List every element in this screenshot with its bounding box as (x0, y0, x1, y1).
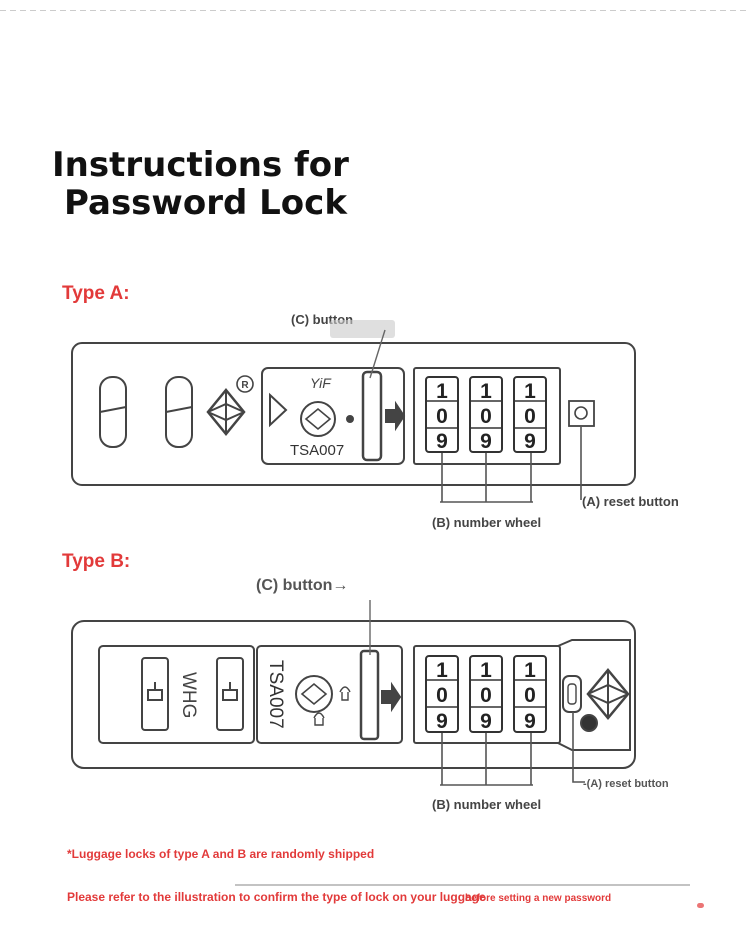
type-b-wheel-3 (513, 655, 547, 733)
type-a-wheel-housing (413, 367, 561, 465)
padlock-open-icon (313, 712, 325, 726)
type-b-wheel-3-digit-bot: 9 (524, 710, 536, 733)
title-line-1: Instructions for (52, 145, 349, 185)
type-b-wheel-1-digit-top: 1 (436, 659, 448, 682)
refer-note: Please refer to the illustration to conf… (67, 890, 486, 904)
type-a-wheel-3-digit-bot: 9 (524, 430, 536, 453)
padlock-closed-icon (339, 686, 351, 701)
type-b-inner-plate (256, 645, 403, 744)
red-dot (697, 903, 704, 908)
type-a-wheel-2-digit-mid: 0 (480, 405, 492, 428)
type-b-button-callout: (C) button→ (256, 577, 349, 594)
type-b-wheel-housing (413, 645, 561, 744)
type-a-lock-body (71, 342, 636, 486)
tsa-diamond-icon-b (586, 668, 630, 720)
type-b-screw-panel (98, 645, 255, 744)
registered-mark-letter: R (241, 380, 249, 391)
type-b-wheel-2 (469, 655, 503, 733)
type-a-wheel-3-digit-top: 1 (524, 380, 536, 403)
type-b-wheel-2-digit-mid: 0 (480, 684, 492, 707)
arrow-left-icon (269, 392, 288, 428)
type-a-reset-callout: (A) reset button (582, 494, 679, 509)
shipping-note: *Luggage locks of type A and B are rando… (67, 847, 375, 861)
type-a-wheel-3-digit-mid: 0 (524, 405, 536, 428)
registered-mark-icon (236, 375, 254, 393)
type-b-wheel-2-digit-bot: 9 (480, 710, 492, 733)
type-a-wheel-2 (469, 376, 503, 453)
ink-smudge (330, 320, 395, 338)
type-a-wheel-1-digit-bot: 9 (436, 430, 448, 453)
smudge-line (235, 884, 690, 886)
type-a-wheel-1 (425, 376, 459, 453)
tsa-diamond-icon (206, 388, 246, 436)
type-a-brand: YiF (310, 375, 332, 391)
indicator-dot-b (580, 714, 598, 732)
type-a-wheel-1-digit-top: 1 (436, 380, 448, 403)
type-a-wheel-2-digit-bot: 9 (480, 430, 492, 453)
type-a-wheel-3 (513, 376, 547, 453)
type-a-label: Type A: (62, 283, 130, 304)
type-a-model: TSA007 (290, 442, 344, 459)
type-a-wheel-1-digit-mid: 0 (436, 405, 448, 428)
type-b-reset-callout: -(A) reset button (583, 778, 669, 790)
type-b-wheel-1-digit-mid: 0 (436, 684, 448, 707)
type-b-label: Type B: (62, 551, 131, 572)
type-b-model: TSA007 (265, 660, 286, 729)
type-a-wheel-callout: (B) number wheel (432, 515, 542, 530)
type-b-lock-body (71, 620, 636, 769)
slide-arrow-icon (385, 400, 406, 432)
type-b-reset-button (562, 675, 582, 713)
title-line-2: Password Lock (64, 183, 347, 223)
type-b-wheel-callout: (B) number wheel (432, 797, 542, 812)
type-b-right-panel (557, 639, 631, 751)
tsa-key-icon-b (295, 675, 333, 713)
indicator-dot (346, 415, 354, 423)
type-b-wheel-2-digit-top: 1 (480, 659, 492, 682)
overlap-note: before setting a new password (465, 893, 612, 904)
slide-arrow-icon-b (381, 681, 402, 713)
type-b-wheel-1 (425, 655, 459, 733)
type-b-wheel-3-digit-mid: 0 (524, 684, 536, 707)
top-dashed-rule (0, 10, 750, 11)
tsa-key-icon (300, 401, 336, 437)
type-b-brand: WHG (178, 672, 199, 718)
screw-slot-3 (141, 657, 169, 731)
type-a-wheel-2-digit-top: 1 (480, 380, 492, 403)
screw-slot-4 (216, 657, 244, 731)
page-title: Instructions for Password Lock (52, 146, 349, 222)
type-b-c-button (359, 649, 380, 741)
type-b-wheel-3-digit-top: 1 (524, 659, 536, 682)
type-b-wheel-1-digit-bot: 9 (436, 710, 448, 733)
